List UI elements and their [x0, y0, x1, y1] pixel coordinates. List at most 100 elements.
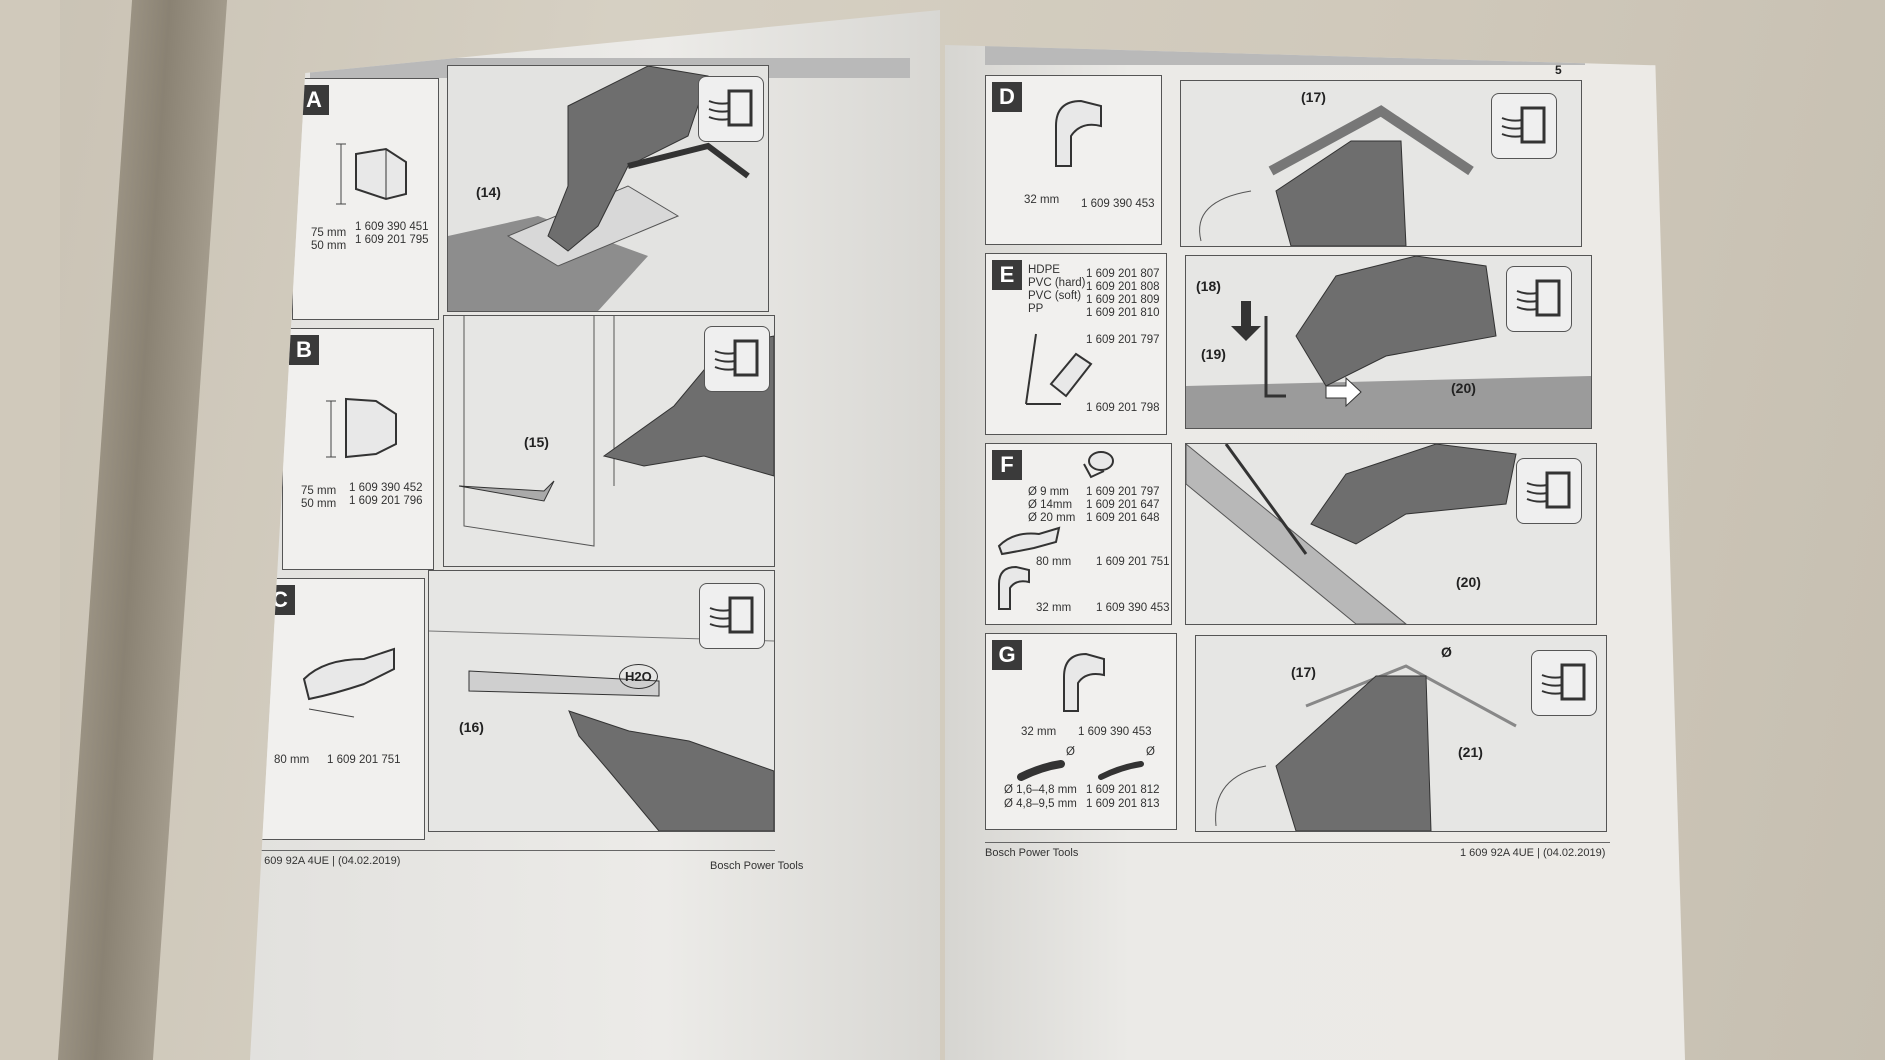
- spec-size: 75 mm: [311, 227, 347, 239]
- spec-part-number: 1 609 201 812: [1086, 784, 1160, 796]
- diameter-symbol: Ø: [1146, 746, 1155, 758]
- spec-part-number: 1 609 201 813: [1086, 798, 1160, 810]
- window-ventilation-icon: [1491, 93, 1557, 159]
- heat-gun-stripping-paint-illustration: [448, 66, 750, 311]
- callout-14: (14): [476, 184, 501, 200]
- panel-d-nozzle-spec: D 32 mm 1 609 390 453: [985, 75, 1162, 245]
- panel-letter-b: B: [289, 335, 319, 365]
- spec-size: 32 mm: [1021, 726, 1057, 738]
- window-ventilation-icon: [704, 326, 770, 392]
- panel-a-nozzle-spec: A 75 mm 1 609 390 451 50 mm 1 609 201 79…: [292, 78, 439, 320]
- panel-letter-d: D: [992, 82, 1022, 112]
- footer-rule: [985, 842, 1610, 843]
- spec-part-number: 1 609 201 795: [355, 234, 429, 246]
- spec-size: Ø 9 mm: [1028, 486, 1069, 498]
- footer-rule: [255, 850, 775, 851]
- material-label: PVC (soft): [1028, 290, 1082, 302]
- spec-part-number: 1 609 390 453: [1096, 602, 1170, 614]
- callout-17: (17): [1291, 664, 1316, 680]
- callout-20: (20): [1456, 574, 1481, 590]
- material-label: PP: [1028, 303, 1044, 315]
- callout-21: (21): [1458, 744, 1483, 760]
- panel-letter-f: F: [992, 450, 1022, 480]
- callout-19: (19): [1201, 346, 1226, 362]
- spec-part-number: 1 609 201 797: [1086, 334, 1160, 346]
- window-ventilation-icon: [1531, 650, 1597, 716]
- heat-gun-plastic-welding-illustration: [1186, 256, 1591, 428]
- callout-15: (15): [524, 434, 549, 450]
- panel-b-illustration: (15): [443, 315, 775, 567]
- spec-size: 80 mm: [274, 754, 310, 766]
- manual-page-right: 5 D 32 mm 1 609 390 453 (17) E HDPE 1 60…: [945, 45, 1685, 1060]
- footer-brand: Bosch Power Tools: [710, 860, 804, 872]
- footer-document-code: 1 609 92A 4UE | (04.02.2019): [255, 855, 401, 867]
- heat-gun-thawing-pipe-illustration: [429, 630, 774, 831]
- spec-size: 32 mm: [1024, 194, 1060, 206]
- spec-size: 50 mm: [301, 498, 337, 510]
- wide-slot-nozzle-icon: [336, 143, 407, 205]
- spec-size: Ø 4,8–9,5 mm: [1004, 798, 1077, 810]
- spec-part-number: 1 609 201 797: [1086, 486, 1160, 498]
- spec-part-number: 1 609 390 452: [349, 482, 423, 494]
- material-label: HDPE: [1028, 264, 1060, 276]
- spec-part-number: 1 609 390 453: [1081, 198, 1155, 210]
- diameter-symbol: Ø: [1441, 644, 1452, 660]
- hook-nozzle-icon: [1055, 99, 1102, 167]
- panel-f-nozzle-spec: F Ø 9 mm 1 609 201 797 Ø 14mm 1 609 201 …: [985, 443, 1172, 625]
- water-label: H2O: [619, 664, 658, 689]
- spec-size: 32 mm: [1036, 602, 1072, 614]
- spec-part-number: 1 609 201 807: [1086, 268, 1160, 280]
- welding-rod-nozzle-icon: [1025, 333, 1093, 405]
- spec-part-number: 1 609 390 453: [1078, 726, 1152, 738]
- manual-page-left: 4 A 75 mm 1 609 390 451 50 mm 1 609 201 …: [250, 10, 940, 1060]
- spec-part-number: 1 609 201 809: [1086, 294, 1160, 306]
- panel-b-nozzle-spec: B 75 mm 1 609 390 452 50 mm 1 609 201 79…: [282, 328, 434, 570]
- material-label: PVC (hard): [1028, 277, 1086, 289]
- callout-20: (20): [1451, 380, 1476, 396]
- spec-size: 80 mm: [1036, 556, 1072, 568]
- panel-g-illustration: (17) Ø (21): [1195, 635, 1607, 832]
- panel-e-illustration: (18) (19) (20): [1185, 255, 1592, 429]
- hook-nozzle-icon: [1063, 652, 1105, 712]
- heat-gun-bending-tube-illustration: [1199, 105, 1474, 246]
- page-number-right: 5: [1555, 63, 1562, 77]
- footer-document-code: 1 609 92A 4UE | (04.02.2019): [1460, 847, 1606, 859]
- panel-e-welding-spec: E HDPE 1 609 201 807 PVC (hard) 1 609 20…: [985, 253, 1167, 435]
- spec-part-number: 1 609 390 451: [355, 221, 429, 233]
- spec-size: Ø 14mm: [1028, 499, 1073, 511]
- panel-a-illustration: (14): [447, 65, 769, 312]
- reflector-nozzle-icon: [326, 397, 397, 459]
- window-ventilation-icon: [699, 583, 765, 649]
- diameter-symbol: Ø: [1066, 746, 1075, 758]
- panel-c-illustration: H2O (16): [428, 570, 775, 832]
- spec-size: Ø 1,6–4,8 mm: [1004, 784, 1077, 796]
- callout-18: (18): [1196, 278, 1221, 294]
- heat-gun-shrink-tubing-illustration: [1215, 664, 1517, 831]
- spec-part-number: 1 609 201 798: [1086, 402, 1160, 414]
- tile-edge: [0, 0, 60, 1060]
- spec-part-number: 1 609 201 751: [327, 754, 401, 766]
- panel-letter-e: E: [992, 260, 1022, 290]
- heat-gun-soldering-pipe-illustration: [1186, 444, 1517, 624]
- shrink-tubing-icon: [1017, 760, 1144, 781]
- reducer-nozzle-icon: [1083, 451, 1114, 479]
- callout-16: (16): [459, 719, 484, 735]
- glass-protection-nozzle-icon: [997, 526, 1061, 556]
- window-ventilation-icon: [1506, 266, 1572, 332]
- footer-brand: Bosch Power Tools: [985, 847, 1079, 859]
- window-ventilation-icon: [698, 76, 764, 142]
- panel-g-nozzle-spec: G 32 mm 1 609 390 453 Ø Ø Ø 1,6–4,8 mm 1…: [985, 633, 1177, 830]
- panel-letter-g: G: [992, 640, 1022, 670]
- hook-nozzle-icon: [998, 565, 1030, 610]
- panel-f-illustration: (20): [1185, 443, 1597, 625]
- panel-c-nozzle-spec: C 80 mm 1 609 201 751: [258, 578, 425, 840]
- spec-size: Ø 20 mm: [1028, 512, 1076, 524]
- spec-part-number: 1 609 201 647: [1086, 499, 1160, 511]
- spec-size: 75 mm: [301, 485, 337, 497]
- spec-part-number: 1 609 201 796: [349, 495, 423, 507]
- spec-part-number: 1 609 201 810: [1086, 307, 1160, 319]
- spec-part-number: 1 609 201 808: [1086, 281, 1160, 293]
- glass-protection-nozzle-icon: [302, 647, 395, 718]
- spec-part-number: 1 609 201 751: [1096, 556, 1170, 568]
- window-ventilation-icon: [1516, 458, 1582, 524]
